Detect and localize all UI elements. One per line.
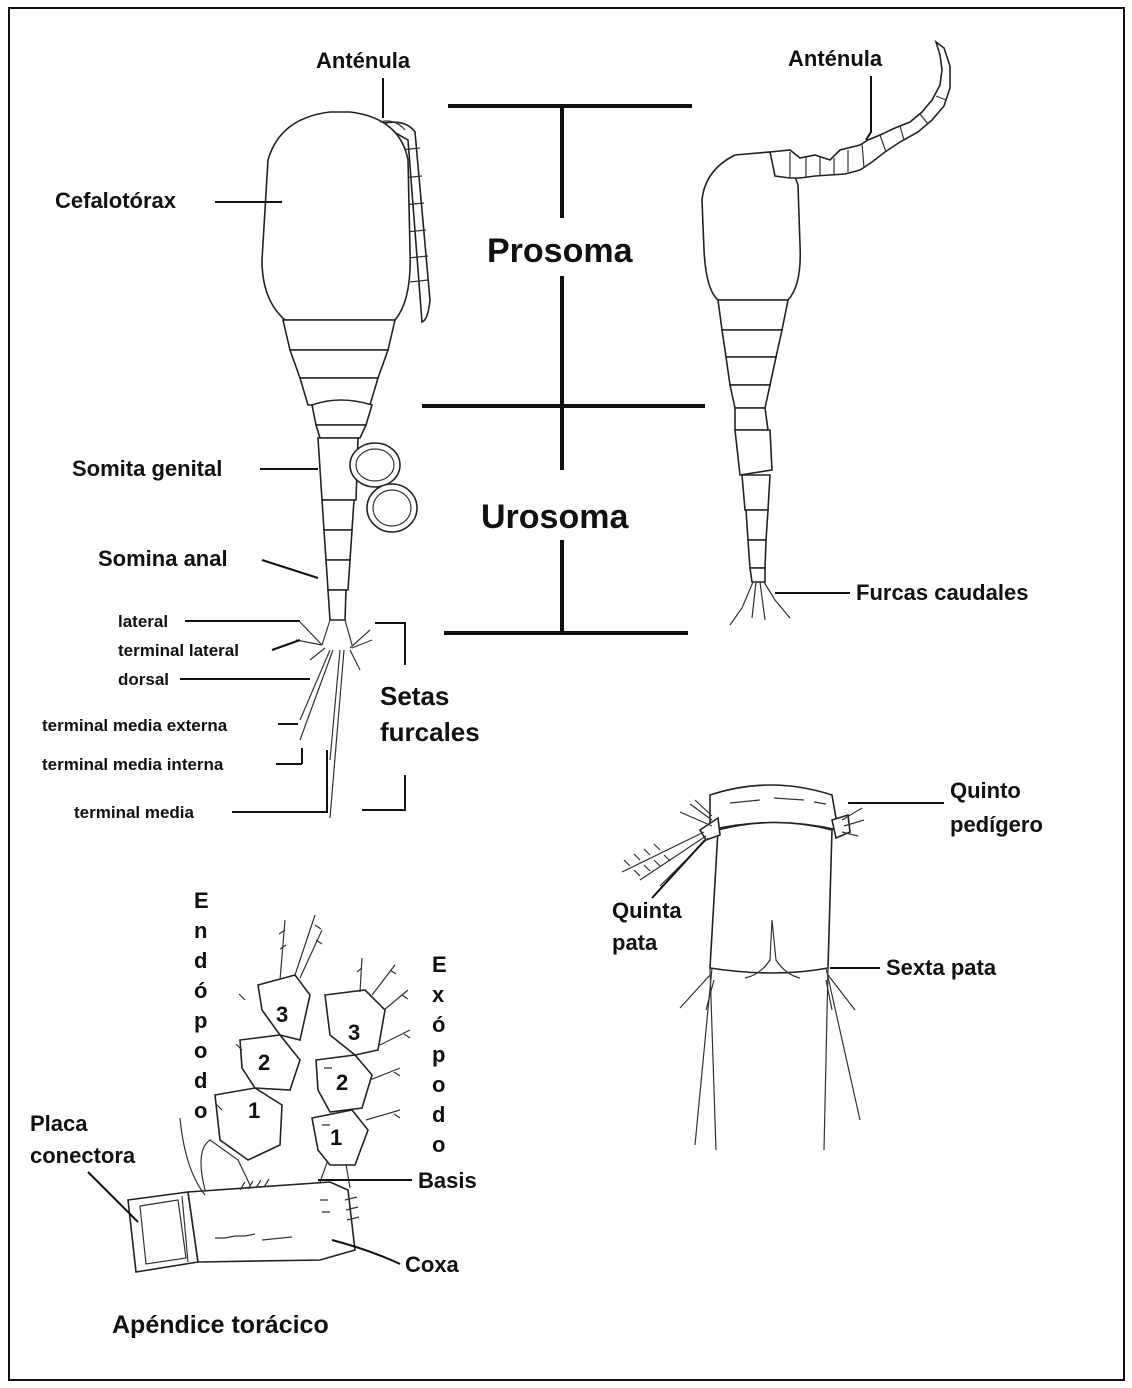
cephalothorax-drawing bbox=[262, 112, 410, 320]
label-basis: Basis bbox=[418, 1168, 477, 1193]
endopod-seg-1: 1 bbox=[248, 1098, 260, 1123]
label-quinto-1: Quinto bbox=[950, 778, 1021, 803]
label-exopodo-6: o bbox=[432, 1132, 445, 1157]
endopod-seg-2: 2 bbox=[258, 1050, 270, 1075]
copepod-male-view bbox=[702, 42, 950, 625]
label-terminal-media-externa: terminal media externa bbox=[42, 716, 228, 735]
label-exopodo-4: o bbox=[432, 1072, 445, 1097]
label-quinta-1: Quinta bbox=[612, 898, 682, 923]
copepod-dorsal-view bbox=[262, 112, 430, 818]
label-endopodo-7: o bbox=[194, 1098, 207, 1123]
label-terminal-lateral: terminal lateral bbox=[118, 641, 239, 660]
label-antenula-right: Anténula bbox=[788, 46, 883, 71]
label-apendice-toracico: Apéndice torácico bbox=[112, 1311, 329, 1339]
label-exopodo-2: ó bbox=[432, 1012, 445, 1037]
label-antenula-left: Anténula bbox=[316, 48, 411, 73]
label-coxa: Coxa bbox=[405, 1252, 460, 1277]
egg-sac-lower bbox=[367, 484, 417, 532]
label-terminal-media-interna: terminal media interna bbox=[42, 755, 224, 774]
label-placa-2: conectora bbox=[30, 1143, 136, 1168]
label-endopodo-1: n bbox=[194, 918, 207, 943]
endopod-seg-3: 3 bbox=[276, 1002, 288, 1027]
label-lateral: lateral bbox=[118, 612, 168, 631]
label-endopodo-5: o bbox=[194, 1038, 207, 1063]
label-setas-furcales-1: Setas bbox=[380, 681, 449, 711]
fifth-pediger-detail bbox=[622, 785, 864, 1150]
label-endopodo-6: d bbox=[194, 1068, 207, 1093]
label-sexta-pata: Sexta pata bbox=[886, 955, 997, 980]
prosoma-urosoma-scale bbox=[422, 106, 705, 633]
label-terminal-media: terminal media bbox=[74, 803, 195, 822]
label-somina-anal: Somina anal bbox=[98, 546, 228, 571]
label-endopodo-3: ó bbox=[194, 978, 207, 1003]
label-dorsal: dorsal bbox=[118, 670, 169, 689]
diagram-frame bbox=[9, 8, 1124, 1380]
label-furcas-caudales: Furcas caudales bbox=[856, 580, 1028, 605]
exopod-seg-2: 2 bbox=[336, 1070, 348, 1095]
exopod-seg-3: 3 bbox=[348, 1020, 360, 1045]
label-somita-genital: Somita genital bbox=[72, 456, 222, 481]
label-quinta-2: pata bbox=[612, 930, 658, 955]
label-exopodo-3: p bbox=[432, 1042, 445, 1067]
label-quinto-2: pedígero bbox=[950, 812, 1043, 837]
thoracic-appendage-drawing bbox=[128, 915, 410, 1272]
label-cefalotorax: Cefalotórax bbox=[55, 188, 177, 213]
label-placa-1: Placa bbox=[30, 1111, 88, 1136]
label-urosoma: Urosoma bbox=[481, 498, 629, 536]
label-prosoma: Prosoma bbox=[487, 232, 634, 270]
label-endopodo-4: p bbox=[194, 1008, 207, 1033]
label-setas-furcales-2: furcales bbox=[380, 717, 480, 747]
label-exopodo-5: d bbox=[432, 1102, 445, 1127]
exopod-seg-1: 1 bbox=[330, 1125, 342, 1150]
label-exopodo-1: x bbox=[432, 982, 445, 1007]
label-exopodo-0: E bbox=[432, 952, 447, 977]
label-endopodo-2: d bbox=[194, 948, 207, 973]
label-endopodo-0: E bbox=[194, 888, 209, 913]
